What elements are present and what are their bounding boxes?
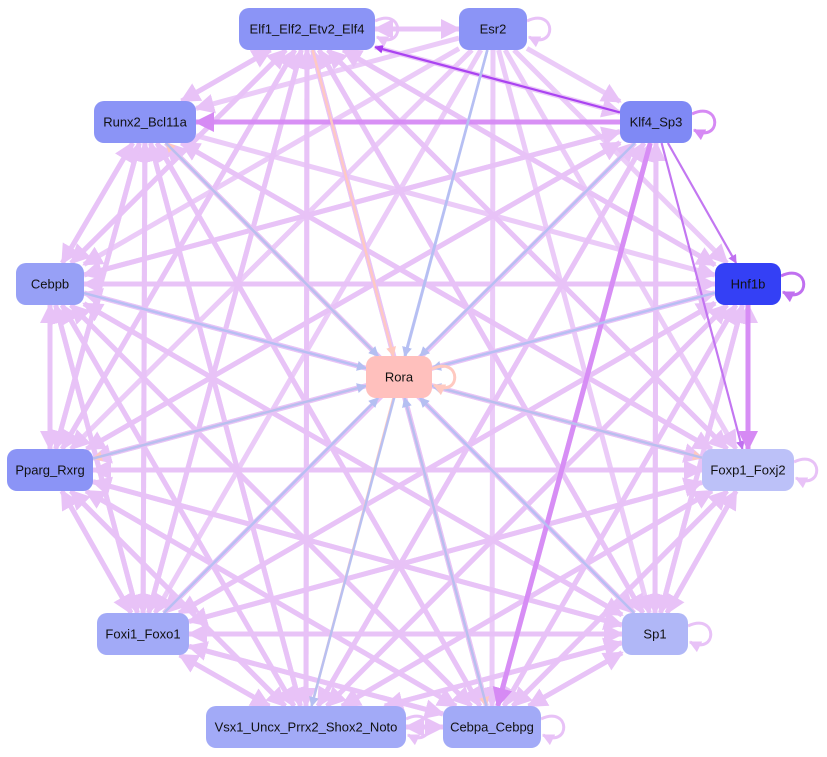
edge-sp1-to-foxp1	[664, 489, 739, 615]
node-label: Runx2_Bcl11a	[103, 115, 187, 130]
edge-hnf1b-to-elf1	[341, 47, 717, 268]
self-loop-elf1	[374, 16, 400, 48]
edge-vsx1-to-cebpb	[59, 303, 297, 708]
node-vsx1[interactable]: Vsx1_Uncx_Prrx2_Shox2_Noto	[206, 706, 406, 748]
node-box	[443, 706, 541, 748]
node-box	[206, 706, 406, 748]
edge-foxp1-to-rora	[431, 383, 703, 459]
node-hnf1b[interactable]: Hnf1b	[715, 263, 781, 305]
edge-sp1-to-elf1	[316, 48, 646, 615]
edge-cebpb-to-runx2	[60, 141, 135, 265]
self-loop-vsx1	[405, 714, 431, 746]
edge-esr2-to-cebpa	[482, 49, 503, 708]
edge-pparg-to-klf4	[85, 140, 622, 452]
self-loop-klf4	[691, 109, 717, 141]
edge-foxp1-to-runx2	[179, 140, 713, 452]
node-label: Vsx1_Uncx_Prrx2_Shox2_Noto	[215, 720, 398, 735]
edge-klf4-to-elf1	[374, 44, 621, 114]
self-loop-hnf1b	[780, 271, 806, 303]
edge-esr2-to-foxi1	[152, 48, 484, 615]
node-box	[620, 101, 692, 143]
edge-hnf1b-to-rora	[431, 291, 716, 371]
edge-vsx1-to-klf4	[315, 141, 647, 708]
node-label: Hnf1b	[731, 277, 766, 292]
edge-klf4-to-hnf1b	[666, 142, 738, 264]
node-foxi1[interactable]: Foxi1_Foxo1	[97, 613, 189, 655]
edge-pparg-to-rora	[92, 383, 367, 460]
self-loop-foxp1	[793, 457, 819, 489]
edge-foxi1-to-hnf1b	[178, 300, 717, 616]
node-box	[94, 101, 196, 143]
node-box	[239, 8, 375, 50]
edge-cebpa-to-hnf1b	[501, 303, 739, 708]
edge-foxi1-to-rora	[163, 397, 379, 614]
node-label: Sp1	[643, 627, 666, 642]
node-label: Foxp1_Foxj2	[710, 463, 785, 478]
node-box	[459, 8, 527, 50]
node-box	[7, 449, 93, 491]
node-elf1[interactable]: Elf1_Elf2_Etv2_Elf4	[239, 8, 375, 50]
edge-cebpa-to-foxi1	[187, 641, 444, 717]
edge-cebpa-to-pparg	[84, 488, 458, 709]
edge-vsx1-to-sp1	[384, 637, 624, 709]
edge-layer	[40, 16, 819, 746]
node-rora[interactable]: Rora	[366, 356, 432, 398]
node-label: Rora	[385, 370, 414, 385]
node-pparg[interactable]: Pparg_Rxrg	[7, 449, 93, 491]
edge-runx2-to-hnf1b	[195, 133, 717, 281]
edge-vsx1-to-elf1	[296, 48, 317, 707]
edge-elf1-to-rora	[311, 49, 396, 357]
node-box	[366, 356, 432, 398]
edge-vsx1-to-foxi1	[178, 652, 271, 709]
edge-sp1-to-pparg	[91, 476, 623, 628]
edge-klf4-to-rora	[419, 142, 636, 357]
node-box	[622, 613, 688, 655]
node-label: Klf4_Sp3	[630, 115, 683, 130]
node-label: Foxi1_Foxo1	[105, 627, 180, 642]
node-label: Pparg_Rxrg	[15, 463, 84, 478]
self-loop-sp1	[687, 621, 713, 653]
edge-esr2-to-klf4	[525, 46, 622, 104]
node-box	[16, 263, 84, 305]
node-cebpb[interactable]: Cebpb	[16, 263, 84, 305]
node-label: Cebpb	[31, 277, 69, 292]
edge-cebpb-to-rora	[83, 291, 367, 371]
edge-cebpa-to-runx2	[154, 141, 483, 708]
self-loop-rora	[431, 364, 457, 396]
node-cebpa[interactable]: Cebpa_Cebpg	[443, 706, 541, 748]
node-label: Esr2	[480, 22, 507, 37]
edge-foxi1-to-pparg	[59, 489, 134, 615]
edge-cebpa-to-sp1	[527, 650, 624, 709]
self-loop-esr2	[526, 16, 552, 48]
node-label: Cebpa_Cebpg	[450, 720, 534, 735]
node-box	[715, 263, 781, 305]
node-sp1[interactable]: Sp1	[622, 613, 688, 655]
node-box	[97, 613, 189, 655]
node-box	[702, 449, 794, 491]
self-loop-cebpa	[540, 714, 566, 746]
edge-sp1-to-cebpb	[82, 301, 624, 618]
node-foxp1[interactable]: Foxp1_Foxj2	[702, 449, 794, 491]
node-runx2[interactable]: Runx2_Bcl11a	[94, 101, 196, 143]
edge-runx2-to-rora	[165, 142, 379, 357]
edge-cebpa-to-rora	[402, 397, 488, 707]
node-label: Elf1_Elf2_Etv2_Elf4	[250, 22, 365, 37]
edge-sp1-to-rora	[419, 397, 635, 614]
node-klf4[interactable]: Klf4_Sp3	[620, 101, 692, 143]
node-esr2[interactable]: Esr2	[459, 8, 527, 50]
edge-runx2-to-elf1	[180, 47, 273, 104]
